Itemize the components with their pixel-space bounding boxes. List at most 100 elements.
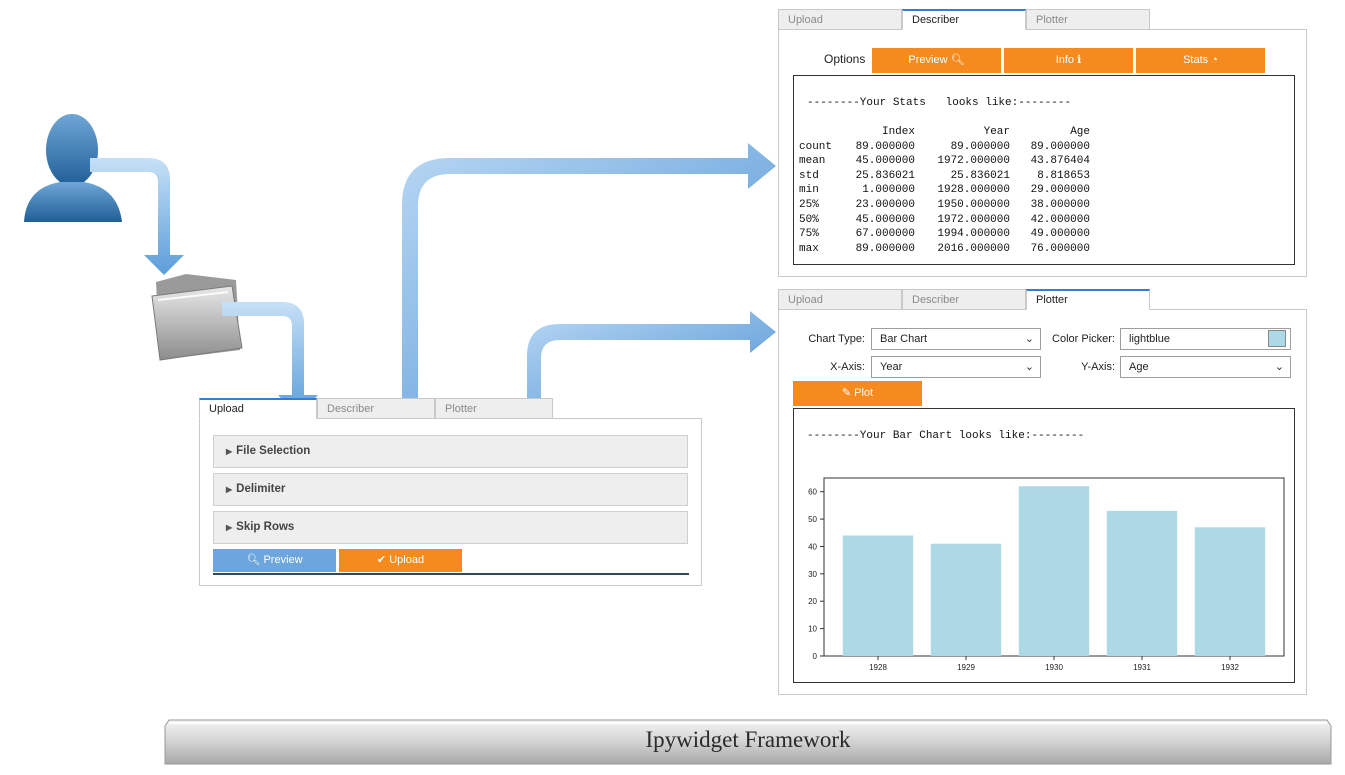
framework-label: Ipywidget Framework <box>645 727 851 752</box>
y-tick-label: 20 <box>808 597 817 606</box>
stats-cell: 25.836021 <box>855 169 915 182</box>
stats-cell: 1950.000000 <box>937 199 1010 211</box>
caret-right-icon: ▶ <box>226 523 233 532</box>
stats-row-label: 75% <box>799 228 819 241</box>
stats-row-label: count <box>799 140 833 153</box>
caret-right-icon: ▶ <box>226 485 233 494</box>
pencil-icon: ✎ <box>841 387 852 399</box>
accordion-label: Skip Rows <box>236 521 295 533</box>
check-icon: ✔ <box>376 554 387 566</box>
preview-button[interactable]: 🔍︎ Preview <box>213 549 336 572</box>
x-tick-label: 1931 <box>1133 663 1151 672</box>
accordion-delimiter[interactable]: ▶Delimiter <box>213 473 688 506</box>
y-tick-label: 40 <box>808 542 817 551</box>
stats-cell: 1994.000000 <box>937 228 1010 241</box>
y-tick-label: 50 <box>808 515 817 524</box>
chevron-down-icon: ⌄ <box>1024 333 1034 345</box>
user-icon <box>24 114 122 222</box>
x-axis-select[interactable]: Year ⌄ <box>871 356 1041 378</box>
y-axis-value: Age <box>1129 361 1149 373</box>
info-icon: ℹ <box>1077 54 1082 66</box>
y-axis-select[interactable]: Age ⌄ <box>1120 356 1291 378</box>
color-picker-input[interactable]: lightblue <box>1120 328 1291 350</box>
upload-button[interactable]: ✔ Upload <box>339 549 462 572</box>
stats-cell: 49.000000 <box>1030 228 1090 241</box>
caret-right-icon: ▶ <box>226 447 233 456</box>
stats-cell: 1928.000000 <box>937 184 1010 197</box>
info-button[interactable]: Info ℹ <box>1004 48 1133 73</box>
upload-widget-tabbar: Upload Describer Plotter <box>199 398 559 420</box>
stats-row-label: max <box>799 242 819 255</box>
preview-button[interactable]: Preview 🔍︎ <box>872 48 1001 73</box>
tab-describer[interactable]: Describer <box>902 289 1026 310</box>
color-swatch[interactable] <box>1268 330 1286 347</box>
color-picker-label: Color Picker: <box>1052 333 1115 345</box>
stats-row-label: 50% <box>799 213 819 226</box>
bar <box>1106 510 1178 656</box>
chevron-down-icon: ⌄ <box>1024 361 1034 373</box>
tab-describer[interactable]: Describer <box>317 398 435 419</box>
stats-heading: --------Your Stats looks like:-------- <box>807 97 1072 109</box>
chevron-down-icon: ⌄ <box>1274 361 1284 373</box>
flow-arrow-icon <box>527 311 776 412</box>
stats-button[interactable]: Stats ◔ <box>1136 48 1265 73</box>
dashboard-icon: ◔ <box>1211 54 1218 66</box>
stats-column-header: Year <box>983 126 1010 138</box>
x-axis-label: X-Axis: <box>830 361 865 373</box>
search-icon: 🔍︎ <box>950 54 965 66</box>
tab-describer[interactable]: Describer <box>902 9 1026 30</box>
y-axis-label: Y-Axis: <box>1081 361 1115 373</box>
stats-cell: 89.000000 <box>1030 140 1090 153</box>
stats-cell: 89.000000 <box>855 242 915 255</box>
chart-heading: --------Your Bar Chart looks like:------… <box>807 430 1085 442</box>
chart-output: --------Your Bar Chart looks like:------… <box>793 408 1295 683</box>
x-tick-label: 1930 <box>1045 663 1063 672</box>
stats-row-label: mean <box>799 155 826 168</box>
stats-cell: 67.000000 <box>855 228 915 241</box>
search-icon: 🔍︎ <box>246 554 261 566</box>
y-tick-label: 10 <box>808 625 817 634</box>
stats-column-header: Index <box>881 126 915 138</box>
stats-cell: 1972.000000 <box>937 213 1010 226</box>
chart-type-select[interactable]: Bar Chart ⌄ <box>871 328 1041 350</box>
tab-upload[interactable]: Upload <box>199 398 317 419</box>
y-tick-label: 60 <box>808 488 817 497</box>
x-tick-label: 1929 <box>957 663 975 672</box>
bar <box>842 535 914 656</box>
bar <box>1018 486 1090 656</box>
flow-arrow-icon <box>222 302 318 416</box>
x-tick-label: 1928 <box>869 663 887 672</box>
describer-widget-tabbar: Upload Describer Plotter <box>778 9 1151 31</box>
stats-cell: 76.000000 <box>1030 242 1090 255</box>
bar <box>930 543 1002 656</box>
plotter-panel: Chart Type: Bar Chart ⌄ Color Picker: li… <box>778 309 1307 695</box>
chart-type-value: Bar Chart <box>880 333 928 345</box>
tab-plotter[interactable]: Plotter <box>1026 9 1150 30</box>
plot-button[interactable]: ✎ Plot <box>793 381 922 406</box>
flow-arrow-icon <box>90 158 184 275</box>
stats-row-label: 25% <box>799 199 819 211</box>
stats-cell: 89.000000 <box>855 140 915 153</box>
stats-cell: 25.836021 <box>950 169 1010 182</box>
x-axis-value: Year <box>880 361 903 373</box>
accordion-skip-rows[interactable]: ▶Skip Rows <box>213 511 688 544</box>
describer-panel: Options Preview 🔍︎ Info ℹ Stats ◔ ------… <box>778 29 1307 277</box>
folder-icon <box>151 274 243 361</box>
tab-plotter[interactable]: Plotter <box>435 398 553 419</box>
tab-upload[interactable]: Upload <box>778 9 902 30</box>
tab-upload[interactable]: Upload <box>778 289 902 310</box>
chart-type-label: Chart Type: <box>808 333 865 345</box>
framework-base <box>164 719 1332 765</box>
accordion-file-selection[interactable]: ▶File Selection <box>213 435 688 468</box>
preview-button-label: Preview <box>908 54 948 66</box>
stats-cell: 42.000000 <box>1030 213 1090 226</box>
stats-cell: 1.000000 <box>862 184 915 197</box>
x-tick-label: 1932 <box>1221 663 1239 672</box>
bar <box>1194 527 1266 656</box>
tab-plotter[interactable]: Plotter <box>1026 289 1150 310</box>
flow-arrow-icon <box>402 143 776 410</box>
stats-row-label: min <box>799 184 819 197</box>
stats-output: --------Your Stats looks like:-------- I… <box>793 75 1295 265</box>
